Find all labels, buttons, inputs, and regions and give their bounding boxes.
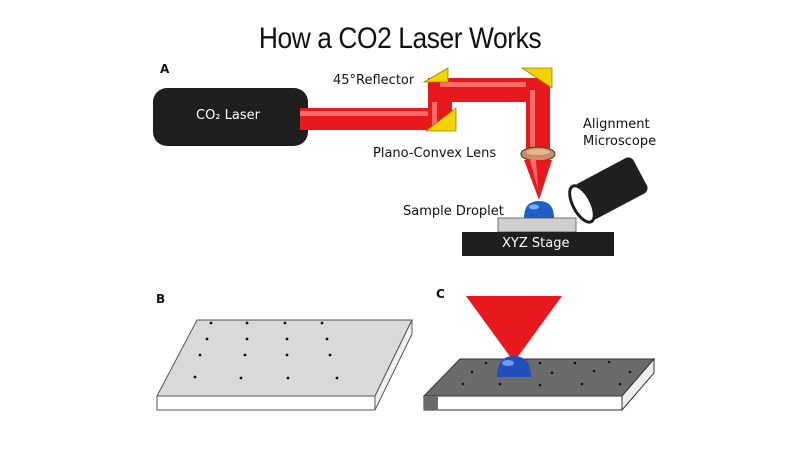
microscope-label-line2: Microscope — [583, 134, 657, 149]
lens-highlight — [526, 149, 550, 155]
microscope-label-line1: Alignment — [583, 117, 650, 132]
substrate-b-dots — [193, 321, 339, 380]
panel-c-beam-cone — [466, 296, 562, 362]
alignment-microscope — [568, 157, 648, 224]
substrate-c-dots — [461, 360, 632, 387]
laser-beam-vertical-2 — [526, 78, 550, 148]
laser-label: CO₂ Laser — [196, 108, 260, 123]
diagram-title: How a CO2 Laser Works — [258, 22, 542, 55]
co2-laser-body — [153, 88, 308, 146]
substrate-b-top — [156, 319, 413, 397]
lens-label: Plano-Convex Lens — [373, 146, 497, 161]
substrate-c-corner-shade — [424, 396, 438, 410]
substrate-b-front — [156, 395, 376, 411]
substrate-c-front — [423, 395, 623, 411]
reflector-1 — [422, 67, 449, 83]
focused-beam-highlight — [530, 160, 538, 190]
substrate-c-top — [422, 358, 656, 397]
panel-label-b: B — [156, 292, 166, 306]
panel-c-droplet-highlight — [502, 360, 514, 366]
focused-beam-cone — [524, 160, 552, 200]
laser-beam-highlight-4 — [530, 90, 535, 148]
laser-beam-highlight-1 — [300, 111, 440, 116]
droplet-label: Sample Droplet — [403, 204, 504, 219]
stage-substrate — [497, 217, 577, 233]
substrate-c-side — [621, 357, 655, 412]
substrate-b-side — [374, 319, 413, 411]
reflector-2 — [424, 107, 457, 132]
droplet-highlight — [529, 204, 539, 210]
stage-label: XYZ Stage — [502, 236, 570, 251]
laser-beam-highlight-3 — [440, 82, 550, 87]
panel-label-c: C — [436, 287, 445, 301]
panel-label-a: A — [160, 62, 170, 76]
reflector-label: 45°Reflector — [333, 73, 415, 88]
laser-beam-highlight-2 — [432, 78, 437, 130]
xyz-stage — [462, 232, 614, 256]
reflector-3 — [520, 67, 553, 89]
sample-droplet — [524, 201, 554, 218]
